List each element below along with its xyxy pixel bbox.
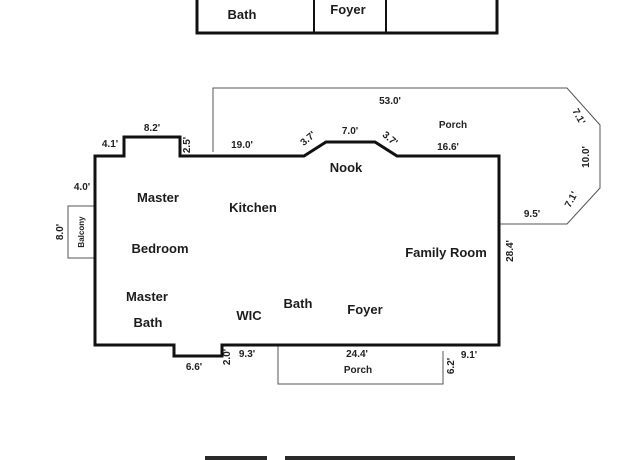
bath-label: Bath [284, 296, 313, 311]
kitchen-label: Kitchen [229, 200, 277, 215]
master-bedroom-label-2: Bedroom [131, 241, 188, 256]
dim-porch-corner-upper: 7.1' [570, 107, 587, 127]
upper-foyer-label: Foyer [330, 2, 365, 17]
upper-floor-outline [195, 0, 499, 35]
dim-kitchen-wall: 19.0' [231, 140, 253, 151]
master-bath-label-2: Bath [134, 315, 163, 330]
dim-south-jog-width: 6.6' [186, 362, 202, 373]
porch-top-label: Porch [439, 120, 467, 131]
dim-porch-top-width: 53.0' [379, 96, 401, 107]
balcony-label: Balcony [77, 216, 86, 248]
dim-porch-side: 10.0' [581, 146, 592, 168]
lower-floor-partial [205, 456, 515, 460]
dim-west-upper: 4.0' [74, 182, 90, 193]
dim-south-jog-depth: 2.0' [222, 349, 233, 365]
dim-porch-base: 9.5' [524, 209, 540, 220]
dim-south-wall: 9.3' [239, 349, 255, 360]
house-outline [93, 135, 501, 358]
master-bath-label-1: Master [126, 289, 168, 304]
lower-floor-wall [205, 456, 267, 460]
dim-east-side: 28.4' [505, 240, 516, 262]
upper-floor-partial: Bath Foyer [195, 0, 499, 35]
dim-bump-depth: 2.5' [182, 137, 193, 153]
dim-balcony-width: 8.0' [55, 224, 66, 240]
porch-bottom-label: Porch [344, 365, 372, 376]
lower-floor-wall [285, 456, 515, 460]
wic-label: WIC [236, 308, 262, 323]
dim-south-east: 9.1' [461, 350, 477, 361]
dim-nook-width: 7.0' [342, 126, 358, 137]
upper-bath-label: Bath [228, 7, 257, 22]
dim-west-jog: 4.1' [102, 139, 118, 150]
nook-label: Nook [330, 160, 363, 175]
porch-bottom-outline [277, 346, 444, 385]
dim-master-bump: 8.2' [144, 123, 160, 134]
foyer-label: Foyer [347, 302, 382, 317]
dim-porch-bottom-depth: 6.2' [446, 358, 457, 374]
dim-porch-bottom-width: 24.4' [346, 349, 368, 360]
dim-east-upper: 16.6' [437, 142, 459, 153]
porch-top-outline [212, 87, 601, 225]
family-room-label: Family Room [405, 245, 487, 260]
dim-nook-left: 3.7' [299, 130, 319, 149]
dim-porch-corner-lower: 7.1' [563, 190, 580, 210]
master-bedroom-label-1: Master [137, 190, 179, 205]
